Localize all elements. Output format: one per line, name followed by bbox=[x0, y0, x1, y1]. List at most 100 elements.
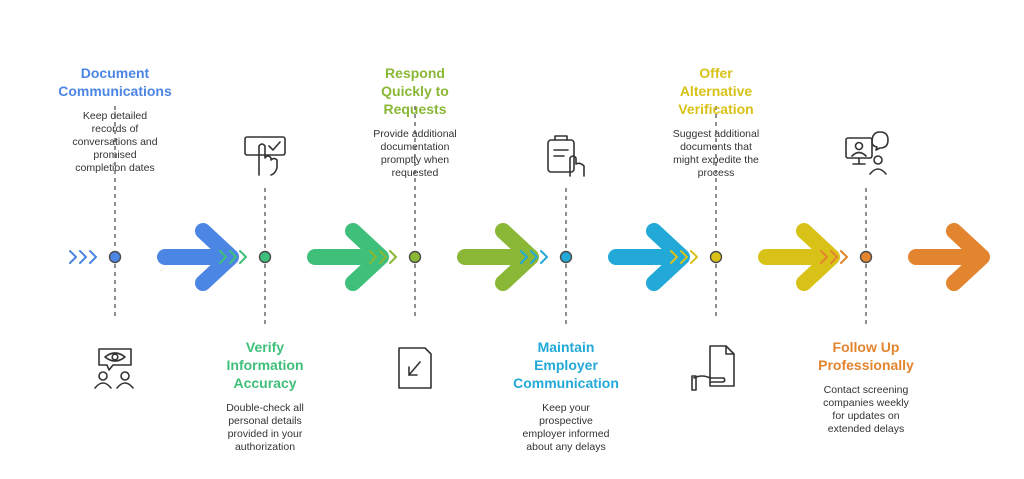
arrow-icon bbox=[908, 223, 990, 291]
step-title-line: Communication bbox=[513, 375, 619, 391]
step-description-line: authorization bbox=[234, 441, 296, 453]
step-title-line: Maintain bbox=[537, 339, 595, 355]
chevron-icon bbox=[690, 250, 698, 264]
touch-checkbox-icon bbox=[244, 136, 286, 176]
chevron-icon bbox=[540, 250, 548, 264]
step-title-line: Offer bbox=[699, 65, 733, 81]
step-description-line: documents that bbox=[680, 141, 752, 153]
chevrons bbox=[369, 250, 397, 264]
step-title-line: Professionally bbox=[818, 357, 914, 373]
step-title-line: Communications bbox=[58, 83, 172, 99]
timeline-node bbox=[559, 250, 573, 264]
step-description-line: promised bbox=[93, 149, 137, 161]
chevron-icon bbox=[389, 250, 397, 264]
step-description-line: prospective bbox=[539, 415, 593, 427]
chevron-icon bbox=[379, 250, 387, 264]
chevron-icon bbox=[89, 250, 97, 264]
chevrons bbox=[69, 250, 97, 264]
step-2 bbox=[219, 136, 389, 328]
step-3 bbox=[369, 106, 539, 389]
step-description-line: employer informed bbox=[522, 428, 610, 440]
arrow-icon bbox=[307, 223, 389, 291]
chevron-icon bbox=[840, 250, 848, 264]
step-5 bbox=[670, 106, 840, 391]
step-description-line: completion dates bbox=[75, 162, 155, 174]
step-title-line: Verification bbox=[678, 101, 754, 117]
step-description-line: provided in your bbox=[227, 428, 303, 440]
chevron-icon bbox=[830, 250, 838, 264]
chevron-icon bbox=[79, 250, 87, 264]
clipboard-hand-icon bbox=[547, 135, 585, 177]
step-description-line: Provide additional bbox=[373, 128, 457, 140]
step-title-line: Document bbox=[80, 65, 150, 81]
arrow-icon bbox=[457, 223, 539, 291]
step-title-line: Information bbox=[226, 357, 304, 373]
timeline-node bbox=[408, 250, 422, 264]
step-title-line: Verify bbox=[245, 339, 285, 355]
step-description-line: requested bbox=[391, 167, 439, 179]
chevrons bbox=[820, 250, 848, 264]
step-description-line: companies weekly bbox=[823, 397, 909, 409]
chevron-icon bbox=[69, 250, 77, 264]
chevron-icon bbox=[680, 250, 688, 264]
chevron-icon bbox=[369, 250, 377, 264]
step-description-line: records of bbox=[91, 123, 139, 135]
step-description-line: Double-check all bbox=[226, 402, 304, 414]
step-description-line: documentation bbox=[380, 141, 450, 153]
chevron-icon bbox=[239, 250, 247, 264]
timeline-node bbox=[859, 250, 873, 264]
arrow-icon bbox=[758, 223, 840, 291]
chevron-icon bbox=[820, 250, 828, 264]
arrow-icon bbox=[608, 223, 690, 291]
chevrons bbox=[219, 250, 247, 264]
chevrons bbox=[520, 250, 548, 264]
arrow-icon bbox=[157, 223, 239, 291]
step-description-line: promptly when bbox=[380, 154, 450, 166]
timeline-node bbox=[108, 250, 122, 264]
chevron-icon bbox=[219, 250, 227, 264]
chevron-icon bbox=[670, 250, 678, 264]
step-description-line: personal details bbox=[228, 415, 302, 427]
chevron-icon bbox=[530, 250, 538, 264]
step-1 bbox=[69, 106, 239, 389]
chevrons bbox=[670, 250, 698, 264]
document-arrow-icon bbox=[398, 347, 432, 389]
step-4 bbox=[520, 135, 690, 328]
step-description-line: might expedite the bbox=[673, 154, 759, 166]
step-title-line: Employer bbox=[534, 357, 598, 373]
step-description-line: Keep detailed bbox=[82, 110, 148, 122]
step-description-line: about any delays bbox=[526, 441, 606, 453]
eye-people-icon bbox=[94, 348, 134, 389]
step-description-line: for updates on bbox=[832, 410, 900, 422]
step-description-line: Contact screening bbox=[823, 384, 909, 396]
step-description-line: Keep your bbox=[542, 402, 590, 414]
step-description-line: conversations and bbox=[72, 136, 158, 148]
step-title-line: Quickly to bbox=[381, 83, 449, 99]
step-title: Follow Up Professionally bbox=[791, 338, 941, 374]
step-title-line: Accuracy bbox=[233, 375, 297, 391]
step-title-line: Follow Up bbox=[832, 339, 900, 355]
step-title-line: Alternative bbox=[679, 83, 753, 99]
chevron-icon bbox=[229, 250, 237, 264]
timeline-node bbox=[709, 250, 723, 264]
chevron-icon bbox=[520, 250, 528, 264]
step-description-line: process bbox=[697, 167, 735, 179]
step-title-line: Requests bbox=[383, 101, 447, 117]
step-description-line: Suggest additional bbox=[672, 128, 760, 140]
timeline-node bbox=[258, 250, 272, 264]
step-6 bbox=[820, 131, 990, 328]
step-description-line: extended delays bbox=[827, 423, 905, 435]
